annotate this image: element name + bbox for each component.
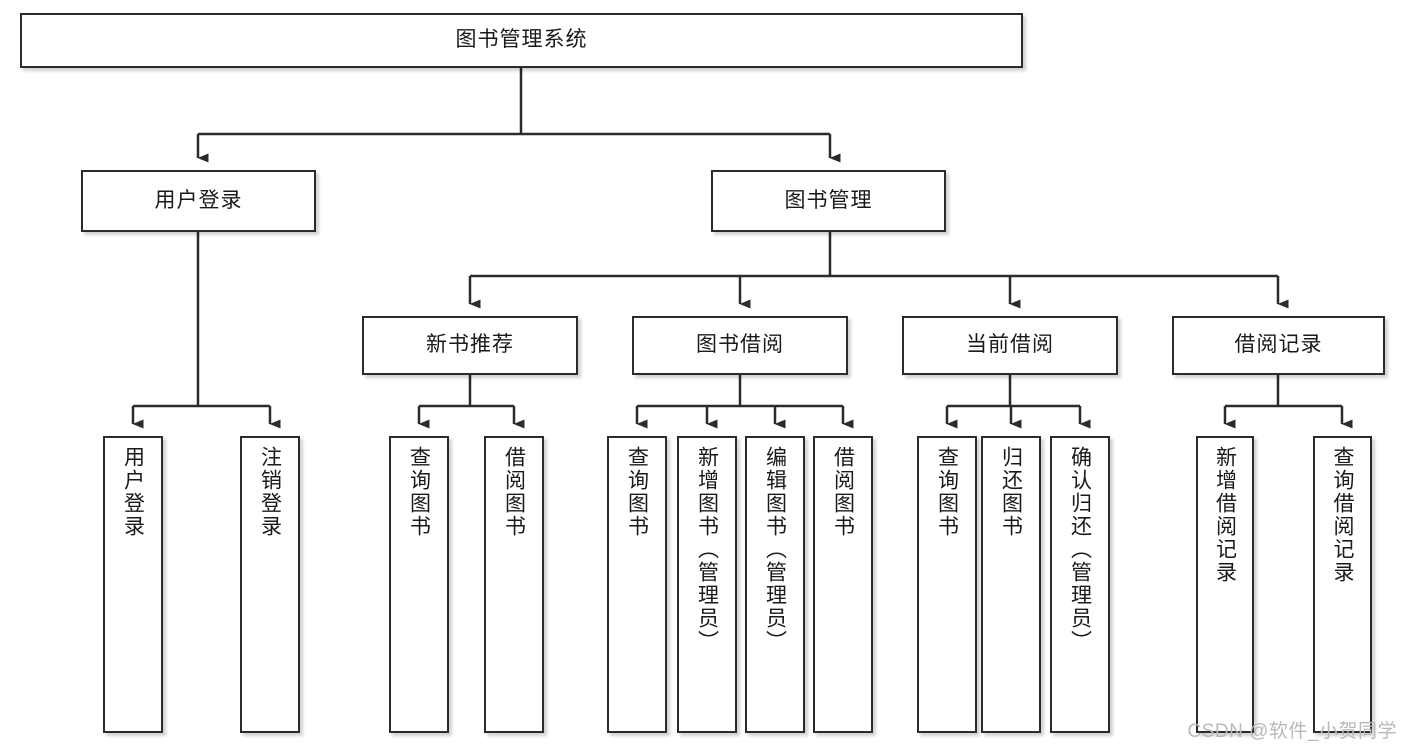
node-leaf-query-book-3-label: 查询图书 bbox=[935, 446, 959, 538]
node-book-borrow[interactable]: 图书借阅 bbox=[632, 316, 848, 375]
node-borrow-record-label: 借阅记录 bbox=[1234, 333, 1323, 357]
node-leaf-query-book-2[interactable]: 查询图书 bbox=[607, 436, 667, 733]
node-leaf-borrow-book-2[interactable]: 借阅图书 bbox=[813, 436, 873, 733]
node-leaf-borrow-book-1[interactable]: 借阅图书 bbox=[484, 436, 544, 733]
node-book-manage[interactable]: 图书管理 bbox=[711, 170, 946, 232]
node-leaf-add-book-label: 新增图书（管理员） bbox=[695, 446, 719, 653]
node-user-login-label: 用户登录 bbox=[154, 188, 243, 212]
node-root-label: 图书管理系统 bbox=[455, 28, 588, 52]
node-leaf-confirm-return-label: 确认归还（管理员） bbox=[1068, 446, 1092, 653]
node-leaf-logout-label: 注销登录 bbox=[258, 446, 282, 538]
node-leaf-add-record-label: 新增借阅记录 bbox=[1213, 446, 1237, 584]
node-leaf-confirm-return[interactable]: 确认归还（管理员） bbox=[1050, 436, 1110, 733]
node-borrow-record[interactable]: 借阅记录 bbox=[1172, 316, 1385, 375]
node-leaf-return-book-label: 归还图书 bbox=[999, 446, 1023, 538]
watermark-text: CSDN @软件_小贺同学 bbox=[1187, 721, 1397, 742]
node-leaf-borrow-book-1-label: 借阅图书 bbox=[502, 446, 526, 538]
node-leaf-logout[interactable]: 注销登录 bbox=[240, 436, 300, 733]
node-leaf-add-record[interactable]: 新增借阅记录 bbox=[1196, 436, 1254, 733]
node-root[interactable]: 图书管理系统 bbox=[20, 13, 1023, 68]
node-leaf-query-record-label: 查询借阅记录 bbox=[1331, 446, 1354, 584]
node-leaf-user-login-label: 用户登录 bbox=[121, 446, 145, 538]
node-leaf-query-book-1[interactable]: 查询图书 bbox=[389, 436, 449, 733]
node-leaf-query-book-1-label: 查询图书 bbox=[407, 446, 431, 538]
node-user-login[interactable]: 用户登录 bbox=[81, 170, 316, 232]
node-current-borrow-label: 当前借阅 bbox=[966, 333, 1054, 357]
node-book-borrow-label: 图书借阅 bbox=[696, 333, 784, 357]
node-leaf-return-book[interactable]: 归还图书 bbox=[981, 436, 1041, 733]
node-leaf-query-book-3[interactable]: 查询图书 bbox=[917, 436, 977, 733]
node-leaf-user-login[interactable]: 用户登录 bbox=[103, 436, 163, 733]
node-leaf-query-book-2-label: 查询图书 bbox=[625, 446, 649, 538]
node-leaf-edit-book-label: 编辑图书（管理员） bbox=[763, 446, 787, 653]
node-new-book-recommend-label: 新书推荐 bbox=[426, 333, 514, 357]
node-leaf-add-book[interactable]: 新增图书（管理员） bbox=[677, 436, 737, 733]
node-current-borrow[interactable]: 当前借阅 bbox=[902, 316, 1118, 375]
node-leaf-edit-book[interactable]: 编辑图书（管理员） bbox=[745, 436, 805, 733]
node-book-manage-label: 图书管理 bbox=[784, 188, 873, 212]
node-new-book-recommend[interactable]: 新书推荐 bbox=[362, 316, 578, 375]
node-leaf-query-record[interactable]: 查询借阅记录 bbox=[1313, 436, 1372, 733]
node-leaf-borrow-book-2-label: 借阅图书 bbox=[831, 446, 855, 538]
